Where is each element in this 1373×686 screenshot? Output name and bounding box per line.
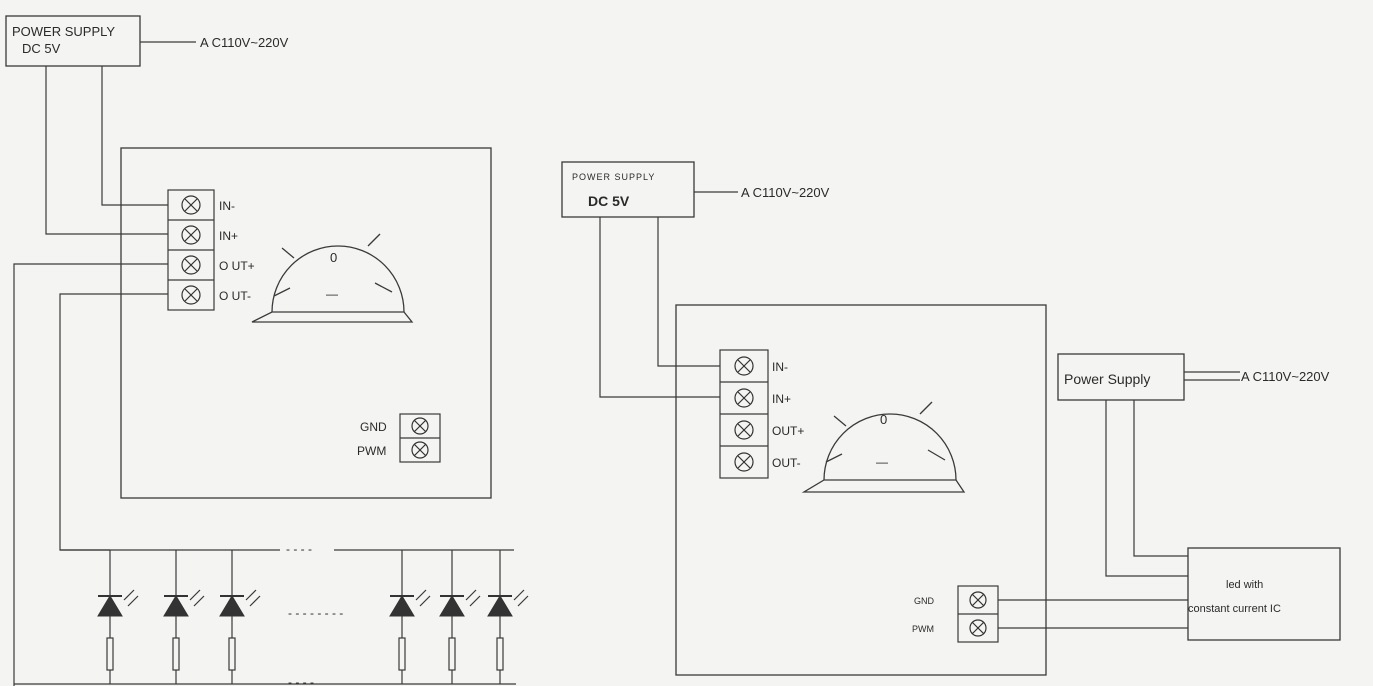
right-diagram: POWER SUPPLY DC 5V A C110V~220V IN- IN+ … xyxy=(561,161,1341,676)
right-power-supply-2-box xyxy=(1057,353,1185,401)
left-terminal-block: IN- IN+ O UT+ O UT- xyxy=(167,189,255,311)
led-driver-box xyxy=(1187,547,1341,641)
led-icon xyxy=(487,550,529,684)
led-icon xyxy=(219,550,261,684)
led-chain xyxy=(97,550,529,684)
left-gnd-label: GND xyxy=(360,420,387,434)
left-psu-voltage: DC 5V xyxy=(22,41,61,56)
right-psu2-label: Power Supply xyxy=(1064,371,1150,387)
right-psu-voltage: DC 5V xyxy=(588,193,630,209)
screw-icon xyxy=(181,225,201,245)
screw-icon xyxy=(181,285,201,305)
right-gnd-label: GND xyxy=(914,596,935,606)
left-terminal-label: IN+ xyxy=(219,229,238,243)
screw-icon xyxy=(734,452,754,472)
right-ac2-label: A C110V~220V xyxy=(1241,369,1330,384)
right-wire-in-neg xyxy=(657,217,720,367)
led-icon xyxy=(163,550,205,684)
right-power-supply-box xyxy=(561,161,695,218)
right-dimmer-knob-icon xyxy=(801,401,966,493)
left-terminal-label: O UT+ xyxy=(219,259,255,273)
led-continuation-dashes: - - - - - - - - xyxy=(288,606,343,620)
left-controller-enclosure xyxy=(120,147,492,499)
right-controller-enclosure xyxy=(675,304,1047,676)
right-psu2-wire-b xyxy=(1133,400,1188,557)
bus-continuation-dashes: - - - - xyxy=(286,542,312,556)
screw-icon xyxy=(734,420,754,440)
led-driver-label-2: constant current IC xyxy=(1188,603,1281,615)
left-wire-out-pos xyxy=(13,263,168,686)
left-pwm-label: PWM xyxy=(357,444,386,458)
left-ac-label: A C110V~220V xyxy=(200,35,289,50)
right-terminal-label: OUT- xyxy=(772,456,801,470)
left-terminal-label: O UT- xyxy=(219,289,251,303)
left-wire-out-neg xyxy=(59,293,168,551)
right-psu-title: POWER SUPPLY xyxy=(572,172,655,182)
right-terminal-label: OUT+ xyxy=(772,424,804,438)
screw-icon xyxy=(181,195,201,215)
right-wire-in-pos xyxy=(599,217,720,398)
led-icon xyxy=(97,550,139,684)
left-knob-center-mark: — xyxy=(326,287,338,301)
left-terminal-label: IN- xyxy=(219,199,235,213)
left-dimmer-knob-icon xyxy=(251,233,414,323)
left-diagram: POWER SUPPLY DC 5V A C110V~220V IN- IN+ … xyxy=(5,15,529,686)
right-psu2-wire-a xyxy=(1105,400,1188,577)
right-gnd-pwm-terminals: GND PWM xyxy=(912,585,999,643)
left-psu-title: POWER SUPPLY xyxy=(12,24,115,39)
bottom-continuation-dashes: - - - - xyxy=(288,675,314,686)
led-icon xyxy=(439,550,481,684)
right-knob-center-mark: — xyxy=(876,455,888,469)
right-knob-zero-mark: 0 xyxy=(880,412,887,427)
screw-icon xyxy=(181,255,201,275)
right-terminal-block: IN- IN+ OUT+ OUT- xyxy=(719,349,804,479)
left-wire-in-neg xyxy=(101,66,168,206)
left-gnd-pwm-terminals: GND PWM xyxy=(357,413,441,463)
right-ac-label: A C110V~220V xyxy=(741,185,830,200)
right-terminal-label: IN+ xyxy=(772,392,791,406)
led-driver-label-1: led with xyxy=(1226,579,1263,591)
left-power-supply-box xyxy=(5,15,141,67)
screw-icon xyxy=(734,388,754,408)
led-icon xyxy=(389,550,431,684)
right-pwm-label: PWM xyxy=(912,624,934,634)
left-knob-zero-mark: 0 xyxy=(330,250,337,265)
screw-icon xyxy=(734,356,754,376)
left-wire-in-pos xyxy=(45,66,168,235)
right-terminal-label: IN- xyxy=(772,360,788,374)
